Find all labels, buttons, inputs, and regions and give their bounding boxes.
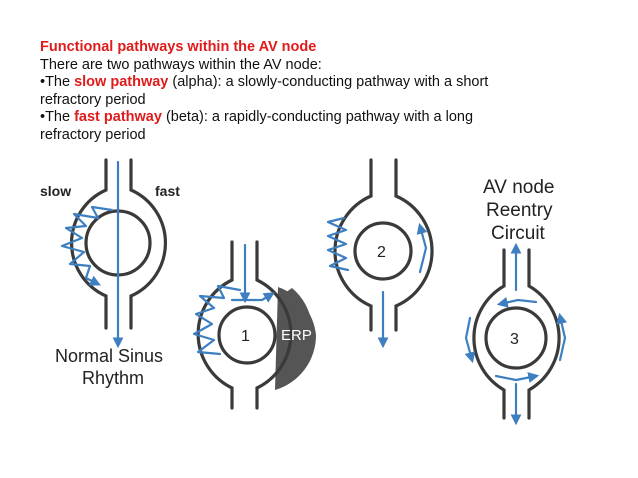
label-normal-line2: Rhythm bbox=[82, 368, 144, 388]
panel-step-2: 2 bbox=[326, 158, 434, 349]
label-slow: slow bbox=[40, 183, 71, 199]
step2-fast-retro-arrow bbox=[416, 222, 428, 274]
reentry-bottom-arrow bbox=[494, 372, 540, 383]
reentry-left-arrow bbox=[464, 316, 476, 364]
bullet-fast: •The fast pathway (beta): a rapidly-cond… bbox=[40, 109, 620, 127]
fast-pathway-term: fast pathway bbox=[74, 109, 162, 125]
av-node-outline bbox=[333, 158, 434, 332]
label-reentry-line1: AV node bbox=[483, 177, 554, 198]
step1-slow-squiggle bbox=[192, 284, 242, 356]
slide-text: Functional pathways within the AV node T… bbox=[40, 39, 620, 144]
bullet-fast-cont: refractory period bbox=[40, 126, 146, 143]
label-fast: fast bbox=[155, 183, 180, 199]
bullet-slow-prefix: •The bbox=[40, 74, 75, 90]
panel-step-1: 1 ERP bbox=[192, 240, 317, 410]
label-normal-line1: Normal Sinus bbox=[55, 346, 163, 366]
step-2-label: 2 bbox=[377, 244, 386, 261]
bullet-fast-prefix: •The bbox=[40, 109, 75, 125]
intro-text: There are two pathways within the AV nod… bbox=[40, 56, 322, 73]
step-1-label: 1 bbox=[241, 328, 250, 345]
bullet-slow: •The slow pathway (alpha): a slowly-cond… bbox=[40, 74, 620, 92]
panel-normal-sinus: slow fast Normal Sinus Rhythm bbox=[40, 158, 180, 388]
label-reentry-line3: Circuit bbox=[491, 223, 546, 244]
bullet-slow-cont: refractory period bbox=[40, 91, 146, 108]
label-reentry-line2: Reentry bbox=[486, 200, 553, 221]
slow-pathway-term: slow pathway bbox=[74, 74, 169, 90]
bullet-fast-rest: (beta): a rapidly-conducting pathway wit… bbox=[161, 109, 474, 125]
panel-reentry: AV node Reentry Circuit 3 bbox=[464, 177, 568, 426]
reentry-right-arrow bbox=[556, 312, 568, 362]
step2-slow-squiggle bbox=[326, 216, 350, 272]
slow-pathway-squiggle bbox=[60, 205, 114, 286]
step-3-label: 3 bbox=[510, 331, 519, 348]
step1-return-arrow bbox=[230, 292, 275, 303]
bullet-slow-rest: (alpha): a slowly-conducting pathway wit… bbox=[168, 74, 489, 90]
reentry-top-arrow bbox=[496, 296, 538, 308]
slide-title: Functional pathways within the AV node bbox=[40, 39, 317, 55]
erp-label: ERP bbox=[281, 327, 312, 344]
av-node-outline bbox=[196, 240, 293, 410]
